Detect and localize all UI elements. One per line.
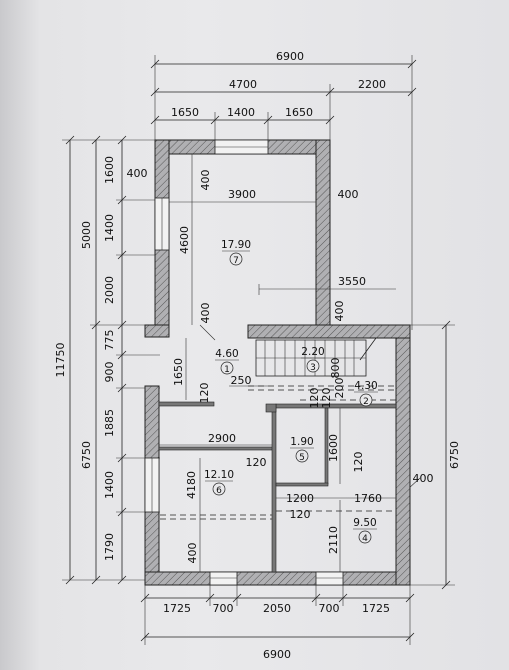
dim-120-b: 120 [308,388,321,409]
dim-400-right: 400 [338,188,359,201]
svg-text:4: 4 [362,534,368,544]
dim-200: 200 [333,378,346,399]
dim-top-seg1: 1650 [171,106,199,119]
svg-text:4.60: 4.60 [215,348,238,360]
svg-text:2: 2 [363,397,369,407]
room-4-label: 9.50 4 [353,517,377,544]
dim-800: 800 [329,358,342,379]
dim-1600: 1600 [327,434,340,462]
dim-top-total: 6900 [276,50,304,63]
dim-bottom-seg5: 1725 [362,602,390,615]
dim-400-vert: 400 [333,301,346,322]
right-dimension-lines [395,320,455,590]
dim-250: 250 [231,374,252,387]
dim-left-s3: 2000 [103,276,116,304]
dim-3550: 3550 [338,275,366,288]
dim-400-mid: 400 [199,303,212,324]
dim-left-s2: 1400 [103,214,116,242]
dim-4600: 4600 [178,226,191,254]
dim-left-lower: 6750 [80,441,93,469]
svg-text:9.50: 9.50 [353,517,376,529]
dim-bottom-seg4: 700 [319,602,340,615]
dim-top-seg3: 1650 [285,106,313,119]
svg-text:1.90: 1.90 [290,436,313,448]
svg-text:3: 3 [310,363,316,373]
dim-left-s5: 900 [103,362,116,383]
dim-left-s4: 775 [103,330,116,351]
svg-text:4.30: 4.30 [354,380,377,392]
dim-bottom-seg2: 700 [213,602,234,615]
dim-left-total: 11750 [54,343,67,378]
room-7-label: 17.90 7 [221,239,251,266]
interior-dimension-lines [159,154,396,572]
svg-text:7: 7 [233,256,239,266]
interior-walls [158,401,397,573]
svg-text:17.90: 17.90 [221,239,251,251]
dim-1650: 1650 [172,358,185,386]
svg-text:6: 6 [216,486,222,496]
dim-left-upper: 5000 [80,221,93,249]
room-5-label: 1.90 5 [290,436,314,463]
dim-120-e: 120 [352,452,365,473]
dim-120-f: 120 [290,508,311,521]
dim-right-wall: 400 [413,472,434,485]
dim-1760: 1760 [354,492,382,505]
dim-bottom-seg1: 1725 [163,602,191,615]
dim-top-seg2: 1400 [227,106,255,119]
dim-1200: 1200 [286,492,314,505]
room-2-label: 4.30 2 [354,380,378,407]
svg-text:12.10: 12.10 [204,469,234,481]
svg-text:5: 5 [299,453,305,463]
dim-400-top-left: 400 [127,167,148,180]
dim-400-wall-top: 400 [199,170,212,191]
dim-left-s8: 1790 [103,533,116,561]
bottom-dimension-lines [140,585,415,645]
dim-3900: 3900 [228,188,256,201]
beam-lines [160,385,396,520]
dim-left-s1: 1600 [103,156,116,184]
room-3-label: 2.20 3 [301,346,325,373]
dim-400-bottom: 400 [186,543,199,564]
dim-left-s6: 1885 [103,409,116,437]
dim-120-d: 120 [246,456,267,469]
dim-bottom-total: 6900 [263,648,291,661]
svg-text:2.20: 2.20 [301,346,324,358]
dim-right-total: 6750 [448,441,461,469]
dim-2110: 2110 [327,526,340,554]
dim-left-s7: 1400 [103,471,116,499]
dim-4180: 4180 [185,471,198,499]
top-dimension-lines [150,55,417,330]
windows [144,139,344,586]
dim-top-left-part: 4700 [229,78,257,91]
dim-bottom-seg3: 2050 [263,602,291,615]
svg-text:1: 1 [224,365,230,375]
dim-120-a: 120 [198,383,211,404]
dim-2900: 2900 [208,432,236,445]
dim-120-c: 120 [320,388,333,409]
room-6-label: 12.10 6 [204,469,234,496]
dim-top-right-part: 2200 [358,78,386,91]
room-1-label: 4.60 1 [215,348,239,375]
